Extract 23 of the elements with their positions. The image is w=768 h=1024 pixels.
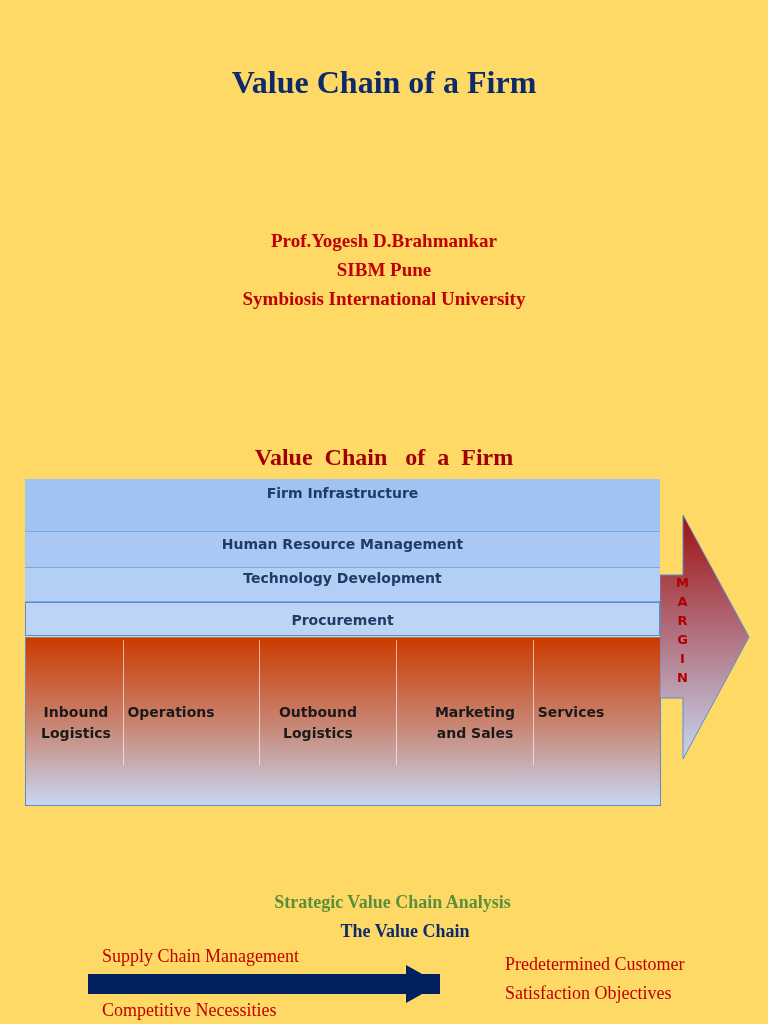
- activity-label: Marketing and Sales: [426, 702, 524, 744]
- activity-label: Inbound Logistics: [28, 702, 124, 744]
- support-activity-band: Procurement: [25, 602, 660, 636]
- margin-arrow: [660, 515, 750, 760]
- text-label: Predetermined Customer Satisfaction Objectives: [440, 950, 720, 1008]
- institute-name: SIBM Pune: [335, 259, 433, 281]
- support-activity-band: Firm Infrastructure: [25, 479, 660, 532]
- support-activity-band: Human Resource Management: [25, 532, 660, 568]
- section-heading: Strategic Value Chain Analysis: [273, 892, 512, 913]
- text-line: Competitive Necessities: [102, 1000, 277, 1021]
- activity-label: Outbound Logistics: [258, 702, 378, 744]
- arrow: [88, 965, 440, 1003]
- margin-label: MARGIN: [675, 575, 691, 689]
- author-name: Prof.Yogesh D.Brahmankar: [269, 230, 499, 252]
- subheading: The Value Chain: [339, 921, 471, 942]
- support-activity-band: Technology Development: [25, 568, 660, 602]
- university-name: Symbiosis International University: [241, 288, 527, 310]
- primary-activities-panel: [25, 637, 661, 806]
- title: Value Chain of a Firm: [230, 64, 538, 101]
- activity-label: Services: [531, 702, 611, 723]
- activity-label: Operations: [123, 702, 219, 723]
- text-label: Supply Chain Management: [88, 946, 338, 994]
- diagram-heading: Value Chain of a Firm: [253, 444, 515, 471]
